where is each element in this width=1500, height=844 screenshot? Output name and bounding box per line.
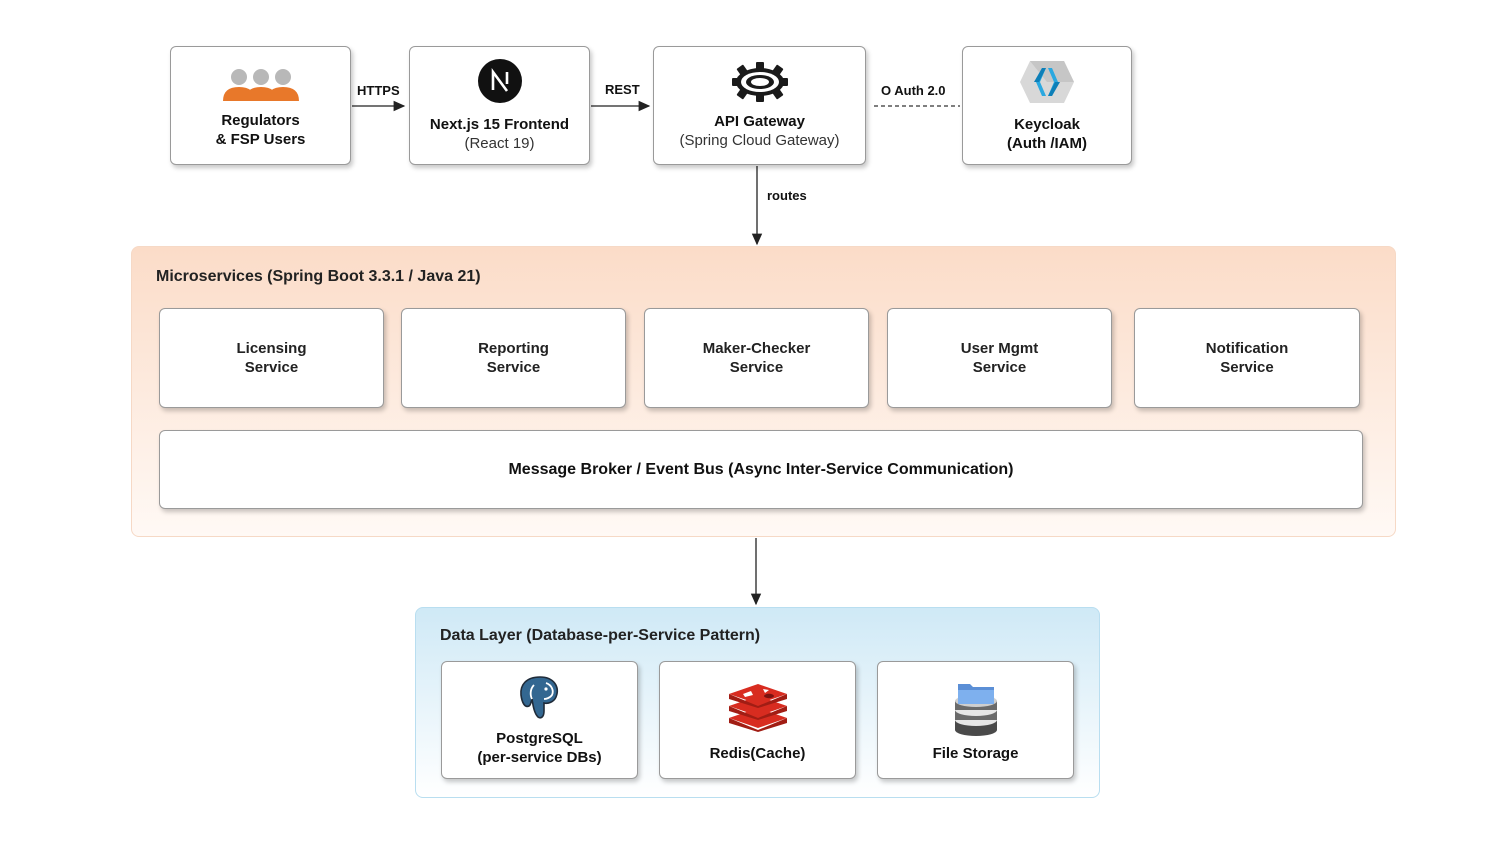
gear-icon [731,61,788,102]
service-user-mgmt[interactable]: User Mgmt Service [887,308,1112,408]
file-storage-icon [954,683,997,736]
message-broker-label: Message Broker / Event Bus (Async Inter-… [508,461,1014,478]
api-gateway-node[interactable]: API Gateway (Spring Cloud Gateway) [653,46,866,165]
frontend-node[interactable]: Next.js 15 Frontend (React 19) [409,46,590,165]
nextjs-logo-icon [477,58,522,103]
keycloak-node[interactable]: Keycloak (Auth /IAM) [962,46,1132,165]
store-file-storage[interactable]: File Storage [877,661,1074,779]
service-maker-checker[interactable]: Maker-Checker Service [644,308,869,408]
redis-logo-icon [728,683,787,732]
service-notification[interactable]: Notification Service [1134,308,1360,408]
service-suffix: Service [1220,359,1274,376]
data-layer-title: Data Layer (Database-per-Service Pattern… [440,627,761,644]
store-redis[interactable]: Redis(Cache) [659,661,856,779]
service-suffix: Service [244,359,299,376]
users-node[interactable]: Regulators & FSP Users [170,46,351,165]
service-name: User Mgmt [960,340,1039,357]
store-postgresql[interactable]: PostgreSQL (per-service DBs) [441,661,638,779]
store-file-storage-label: File Storage [932,744,1019,762]
gateway-title: API Gateway [714,112,805,130]
edge-label-https: HTTPS [357,83,400,98]
service-reporting[interactable]: Reporting Service [401,308,626,408]
frontend-title: Next.js 15 Frontend [429,115,570,133]
service-name: Maker-Checker [702,340,811,357]
service-name: Notification [1205,340,1289,357]
service-suffix: Service [486,359,541,376]
service-name: Reporting [478,340,549,357]
users-group-icon [222,68,299,101]
edge-label-routes: routes [767,188,807,203]
keycloak-logo-icon [1020,60,1074,103]
store-postgresql-label-line2: (per-service DBs) [477,749,602,766]
service-name: Licensing [236,340,307,357]
store-redis-label: Redis(Cache) [709,744,806,762]
users-label-line1: Regulators [221,111,300,129]
keycloak-label-line2: (Auth /IAM) [1007,134,1087,152]
postgresql-elephant-icon [519,676,558,719]
gateway-subtitle: (Spring Cloud Gateway) [679,131,840,149]
store-postgresql-label-line1: PostgreSQL [496,730,583,747]
microservices-group-title: Microservices (Spring Boot 3.3.1 / Java … [156,268,481,285]
message-broker-bar[interactable]: Message Broker / Event Bus (Async Inter-… [159,430,1363,509]
service-licensing[interactable]: Licensing Service [159,308,384,408]
service-suffix: Service [972,359,1027,376]
service-suffix: Service [729,359,784,376]
edge-label-rest: REST [605,82,640,97]
frontend-subtitle: (React 19) [464,134,535,152]
users-label-line2: & FSP Users [215,130,306,148]
keycloak-label-line1: Keycloak [1014,115,1080,133]
edge-label-oauth: O Auth 2.0 [881,83,946,98]
